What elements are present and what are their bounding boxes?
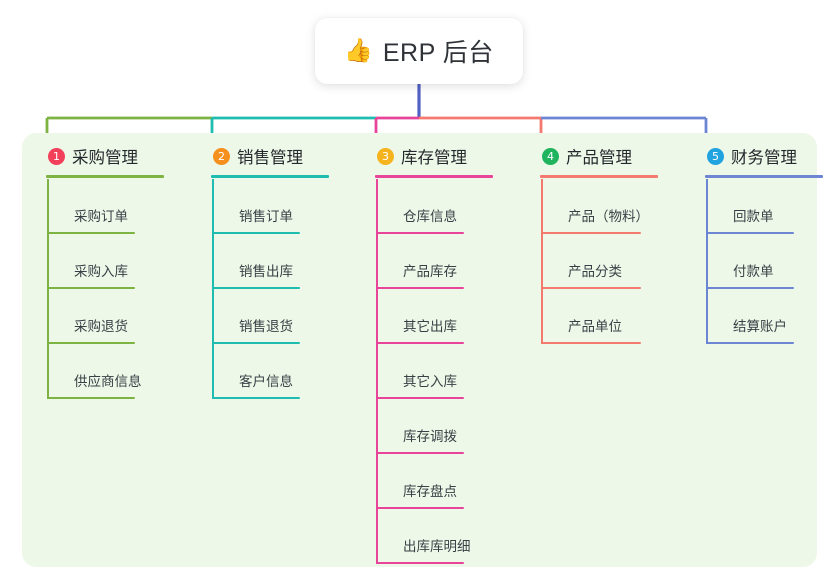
leaf-item[interactable]: 供应商信息 [47, 344, 142, 399]
leaf-item-underline [376, 507, 464, 509]
leaf-item-label: 出库库明细 [403, 539, 471, 554]
branch-header-label: 产品管理 [566, 149, 632, 167]
branch-number-badge: 1 [48, 147, 65, 165]
branch-spine [541, 179, 543, 344]
leaf-item-underline [376, 452, 464, 454]
leaf-item-underline [541, 342, 641, 344]
leaf-item-label: 产品分类 [568, 264, 622, 279]
branch-header-underline [540, 175, 658, 178]
branches-panel [22, 133, 817, 567]
leaf-item-underline [706, 287, 794, 289]
branch-header-label: 库存管理 [401, 149, 467, 167]
branch-column-1: 1 采购管理采购订单采购入库采购退货供应商信息 [34, 143, 164, 399]
thumbs-up-icon: 👍 [344, 36, 373, 63]
leaf-item-underline [706, 232, 794, 234]
leaf-item[interactable]: 销售出库 [212, 234, 300, 289]
branch-column-4: 4 产品管理产品（物料） 产品分类产品单位 [528, 143, 658, 344]
leaf-item-label: 销售订单 [239, 209, 293, 224]
root-node-card[interactable]: 👍 ERP 后台 [315, 18, 523, 84]
leaf-item-underline [376, 397, 464, 399]
leaf-item-label: 其它入库 [403, 374, 457, 389]
leaf-item[interactable]: 产品单位 [541, 289, 641, 344]
leaf-item-underline [47, 342, 135, 344]
leaf-item-underline [212, 232, 300, 234]
leaf-item-underline [541, 287, 641, 289]
leaf-item-label: 销售出库 [239, 264, 293, 279]
leaf-item-label: 供应商信息 [74, 374, 142, 389]
leaf-item-underline [212, 397, 300, 399]
leaf-item-label: 库存调拨 [403, 429, 457, 444]
branch-header-label: 销售管理 [237, 149, 303, 167]
leaf-item-underline [376, 232, 464, 234]
branch-header-underline [211, 175, 329, 178]
branch-spine [706, 179, 708, 344]
branch-spine [212, 179, 214, 399]
leaf-item-label: 产品（物料） [568, 209, 649, 224]
branch-column-2: 2 销售管理销售订单销售出库销售退货客户信息 [199, 143, 329, 399]
leaf-item-underline [47, 397, 135, 399]
branch-number-badge: 4 [542, 147, 559, 165]
leaf-item[interactable]: 其它出库 [376, 289, 464, 344]
leaf-item-label: 采购订单 [74, 209, 128, 224]
branch-header-underline [46, 175, 164, 178]
leaf-item-label: 仓库信息 [403, 209, 457, 224]
leaf-item[interactable]: 销售订单 [212, 179, 300, 234]
leaf-item[interactable]: 产品库存 [376, 234, 464, 289]
leaf-item[interactable]: 库存调拨 [376, 399, 464, 454]
leaf-item[interactable]: 销售退货 [212, 289, 300, 344]
leaf-item[interactable]: 结算账户 [706, 289, 794, 344]
leaf-item-label: 回款单 [733, 209, 774, 224]
branch-header-label: 采购管理 [72, 149, 138, 167]
branch-header-3[interactable]: 3 库存管理 [363, 143, 467, 169]
leaf-item[interactable]: 出库库明细 [376, 509, 471, 564]
leaf-item-label: 采购退货 [74, 319, 128, 334]
branch-header-5[interactable]: 5 财务管理 [693, 143, 797, 169]
leaf-item-underline [376, 287, 464, 289]
branch-header-underline [705, 175, 823, 178]
branch-header-label: 财务管理 [731, 149, 797, 167]
leaf-item[interactable]: 回款单 [706, 179, 794, 234]
leaf-item-label: 采购入库 [74, 264, 128, 279]
leaf-item[interactable]: 其它入库 [376, 344, 464, 399]
leaf-item-label: 其它出库 [403, 319, 457, 334]
branch-spine [47, 179, 49, 399]
leaf-item-underline [47, 287, 135, 289]
branch-column-3: 3 库存管理仓库信息产品库存其它出库其它入库库存调拨库存盘点出库库明细 [363, 143, 493, 564]
branch-header-1[interactable]: 1 采购管理 [34, 143, 138, 169]
leaf-item-underline [541, 232, 641, 234]
leaf-item[interactable]: 采购订单 [47, 179, 135, 234]
branch-header-2[interactable]: 2 销售管理 [199, 143, 303, 169]
leaf-item-label: 库存盘点 [403, 484, 457, 499]
root-node-title: ERP 后台 [382, 39, 494, 67]
branch-column-5: 5 财务管理回款单付款单结算账户 [693, 143, 823, 344]
branch-header-4[interactable]: 4 产品管理 [528, 143, 632, 169]
leaf-item[interactable]: 产品分类 [541, 234, 641, 289]
branch-number-badge: 5 [707, 147, 724, 165]
leaf-item[interactable]: 采购入库 [47, 234, 135, 289]
leaf-item[interactable]: 客户信息 [212, 344, 300, 399]
leaf-item-underline [706, 342, 794, 344]
leaf-item-underline [376, 342, 464, 344]
leaf-item-label: 结算账户 [733, 319, 787, 334]
leaf-item-underline [212, 287, 300, 289]
leaf-item-underline [376, 562, 464, 564]
leaf-item[interactable]: 采购退货 [47, 289, 135, 344]
branch-number-badge: 2 [213, 147, 230, 165]
leaf-item-label: 客户信息 [239, 374, 293, 389]
branch-number-badge: 3 [377, 147, 394, 165]
leaf-item-label: 产品单位 [568, 319, 622, 334]
branch-spine [376, 179, 378, 564]
leaf-item-underline [47, 232, 135, 234]
leaf-item-label: 销售退货 [239, 319, 293, 334]
leaf-item[interactable]: 产品（物料） [541, 179, 649, 234]
leaf-item-label: 产品库存 [403, 264, 457, 279]
leaf-item[interactable]: 付款单 [706, 234, 794, 289]
leaf-item-underline [212, 342, 300, 344]
branch-header-underline [375, 175, 493, 178]
leaf-item-label: 付款单 [733, 264, 774, 279]
leaf-item[interactable]: 仓库信息 [376, 179, 464, 234]
leaf-item[interactable]: 库存盘点 [376, 454, 464, 509]
